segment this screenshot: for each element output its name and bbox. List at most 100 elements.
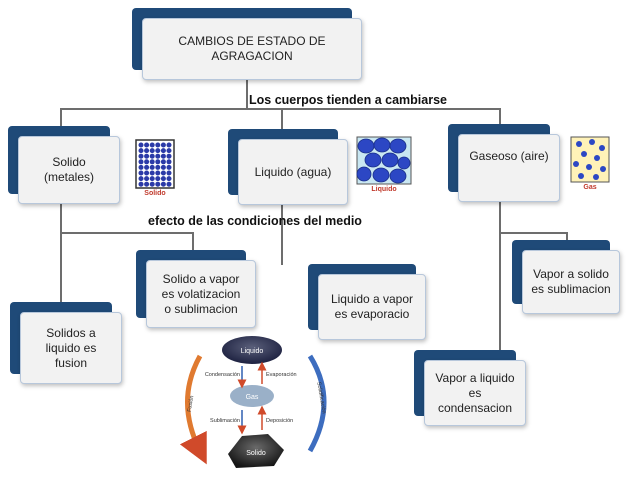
cycle-sublimacion-label: Sublimación: [210, 418, 240, 424]
solid-particles-icon: Solido: [134, 138, 176, 200]
solid-particle: [166, 142, 172, 148]
solid-particle: [144, 153, 150, 159]
conditions-label: efecto de las condiciones del medio: [148, 214, 362, 228]
solid-particle: [138, 170, 144, 176]
solid-particle: [166, 176, 172, 182]
solid-particle: [149, 153, 155, 159]
solid-particles-graphic: [135, 139, 175, 189]
solid-particle: [160, 176, 166, 182]
connector-to-liquido: [281, 108, 283, 132]
evaporacion-card: Liquido a vapor es evaporacio: [308, 264, 426, 340]
state-cycle-graphic: Liquido Gas Solido Condensación Evaporac…: [179, 336, 327, 468]
solid-particle: [138, 148, 144, 154]
liquid-particles-icon: Liquido: [356, 136, 412, 198]
solid-particle: [166, 148, 172, 154]
cycle-solidificacion-label: Solidificación: [315, 381, 326, 414]
solid-particle: [160, 159, 166, 165]
solid-particle: [138, 181, 144, 187]
gas-icon-label: Gas: [583, 184, 597, 191]
solid-particle: [155, 170, 161, 176]
liquid-particles-graphic: [356, 136, 412, 185]
volatizacion-card-text: Solido a vapor es volatizacion o sublima…: [146, 260, 256, 328]
solid-icon-label: Solido: [144, 190, 166, 197]
solid-particle: [138, 176, 144, 182]
gas-particles-icon: Gas: [570, 136, 610, 194]
solid-particle: [144, 142, 150, 148]
solid-particle: [149, 159, 155, 165]
solid-particle: [155, 153, 161, 159]
fusion-card-text: Solidos a liquido es fusion: [20, 312, 122, 384]
solid-particle: [149, 164, 155, 170]
evaporacion-card-text: Liquido a vapor es evaporacio: [318, 274, 426, 340]
connector-solido-down: [60, 200, 62, 305]
root-card-text: CAMBIOS DE ESTADO DE AGRAGACION: [142, 18, 362, 80]
solid-particle: [138, 159, 144, 165]
cycle-fusion-label: Fusión: [187, 395, 196, 412]
connector-liquido-down: [281, 205, 283, 265]
solid-particle: [144, 148, 150, 154]
solid-particle: [149, 142, 155, 148]
connector-gaseoso-down: [499, 200, 501, 350]
solid-particle: [155, 164, 161, 170]
gaseoso-card-text: Gaseoso (aire): [458, 134, 560, 202]
connector-horizontal-top: [60, 108, 501, 110]
solid-particle: [160, 181, 166, 187]
gas-particles-graphic: [570, 136, 610, 183]
condensacion-card: Vapor a liquido es condensacion: [414, 350, 526, 426]
solid-particle: [160, 153, 166, 159]
connector-solido-branch: [60, 232, 194, 234]
solid-particle: [138, 153, 144, 159]
connector-to-sublimacion: [566, 232, 568, 242]
liquido-card: Liquido (agua): [228, 129, 348, 205]
solid-particle: [144, 176, 150, 182]
cycle-liquido-label: Liquido: [241, 348, 264, 355]
cycle-solido-label: Solido: [246, 450, 266, 457]
solid-particle: [155, 176, 161, 182]
solid-particle: [166, 170, 172, 176]
cycle-evaporacion-label: Evaporación: [266, 372, 297, 378]
solido-card: Solido (metales): [8, 126, 120, 204]
solid-particle: [160, 164, 166, 170]
volatizacion-card: Solido a vapor es volatizacion o sublima…: [136, 250, 256, 328]
connector-to-solido: [60, 108, 62, 128]
solid-particle: [144, 181, 150, 187]
connector-gaseoso-branch: [499, 232, 567, 234]
cycle-gas-label: Gas: [246, 394, 259, 401]
solid-particle: [144, 170, 150, 176]
liquid-icon-label: Liquido: [371, 186, 397, 193]
solid-particle: [160, 148, 166, 154]
solid-particle: [166, 181, 172, 187]
solid-particle: [160, 170, 166, 176]
solid-particle: [138, 142, 144, 148]
solid-particle: [149, 170, 155, 176]
solid-particle: [149, 181, 155, 187]
solid-particle: [149, 176, 155, 182]
connector-to-gaseoso: [499, 108, 501, 126]
condensacion-card-text: Vapor a liquido es condensacion: [424, 360, 526, 426]
root-card: CAMBIOS DE ESTADO DE AGRAGACION: [132, 8, 362, 80]
solid-particle: [166, 159, 172, 165]
solid-particle: [155, 148, 161, 154]
solid-particle: [144, 164, 150, 170]
solido-card-text: Solido (metales): [18, 136, 120, 204]
state-cycle-illustration: Liquido Gas Solido Condensación Evaporac…: [170, 326, 340, 476]
sublimacion-card-text: Vapor a solido es sublimacion: [522, 250, 620, 314]
solid-particle: [138, 164, 144, 170]
solid-particle: [155, 142, 161, 148]
connector-solido-to-volatizacion: [192, 232, 194, 252]
liquido-card-text: Liquido (agua): [238, 139, 348, 205]
solid-particle: [149, 148, 155, 154]
subtitle-label: Los cuerpos tienden a cambiarse: [249, 93, 447, 107]
cycle-condensacion-label: Condensación: [205, 372, 240, 378]
solid-particle: [166, 164, 172, 170]
solid-particle: [160, 142, 166, 148]
solid-particle: [155, 181, 161, 187]
solid-particle: [166, 153, 172, 159]
gaseoso-card: Gaseoso (aire): [448, 124, 560, 202]
cycle-deposicion-label: Deposición: [266, 418, 293, 424]
connector-root-down: [246, 78, 248, 110]
fusion-card: Solidos a liquido es fusion: [10, 302, 122, 384]
sublimacion-card: Vapor a solido es sublimacion: [512, 240, 620, 314]
solid-particle: [155, 159, 161, 165]
solid-particle: [144, 159, 150, 165]
